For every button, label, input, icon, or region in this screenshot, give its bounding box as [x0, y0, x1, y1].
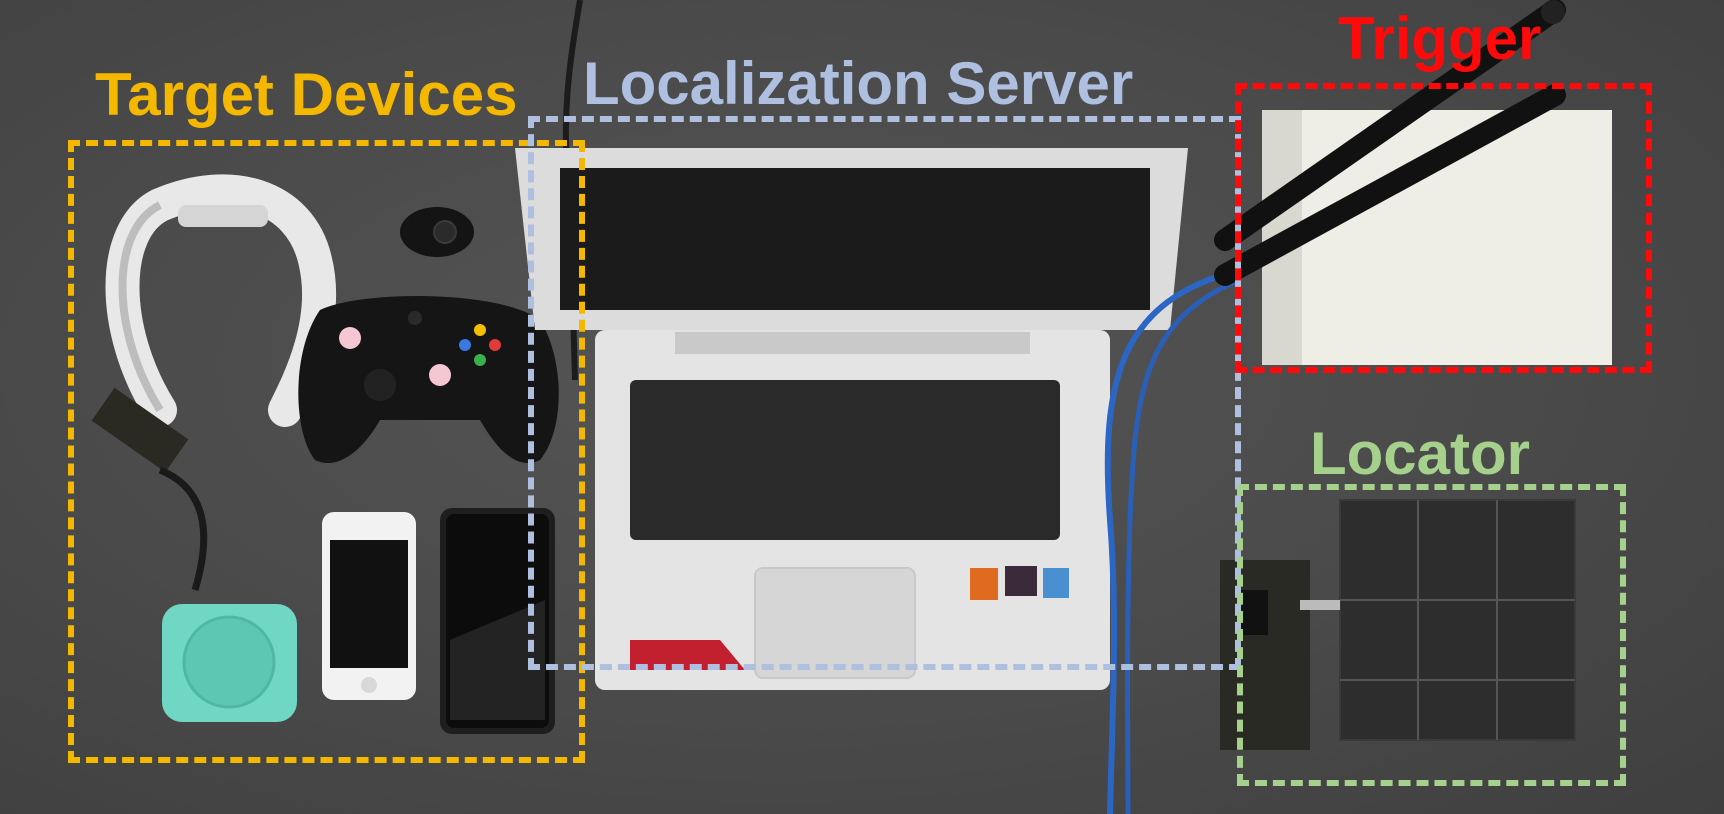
locator-label: Locator: [1310, 420, 1531, 487]
locator-box: [1237, 484, 1626, 786]
trigger-device: [1214, 0, 1612, 365]
small-phone: [322, 512, 416, 700]
trigger-box: [1235, 83, 1652, 373]
bluetooth-remote: [400, 207, 474, 257]
trigger-label: Trigger: [1338, 5, 1542, 72]
localization-server-label: Localization Server: [583, 50, 1134, 117]
game-controller: [298, 296, 559, 464]
localization-server-box: [528, 116, 1241, 670]
dev-board: [91, 387, 208, 592]
large-phone: [440, 508, 555, 734]
target-devices-box: [68, 140, 585, 763]
laptop: [515, 148, 1188, 690]
teal-beacon: [162, 604, 297, 722]
network-cable: [1104, 267, 1241, 814]
target-devices-label: Target Devices: [95, 61, 518, 128]
